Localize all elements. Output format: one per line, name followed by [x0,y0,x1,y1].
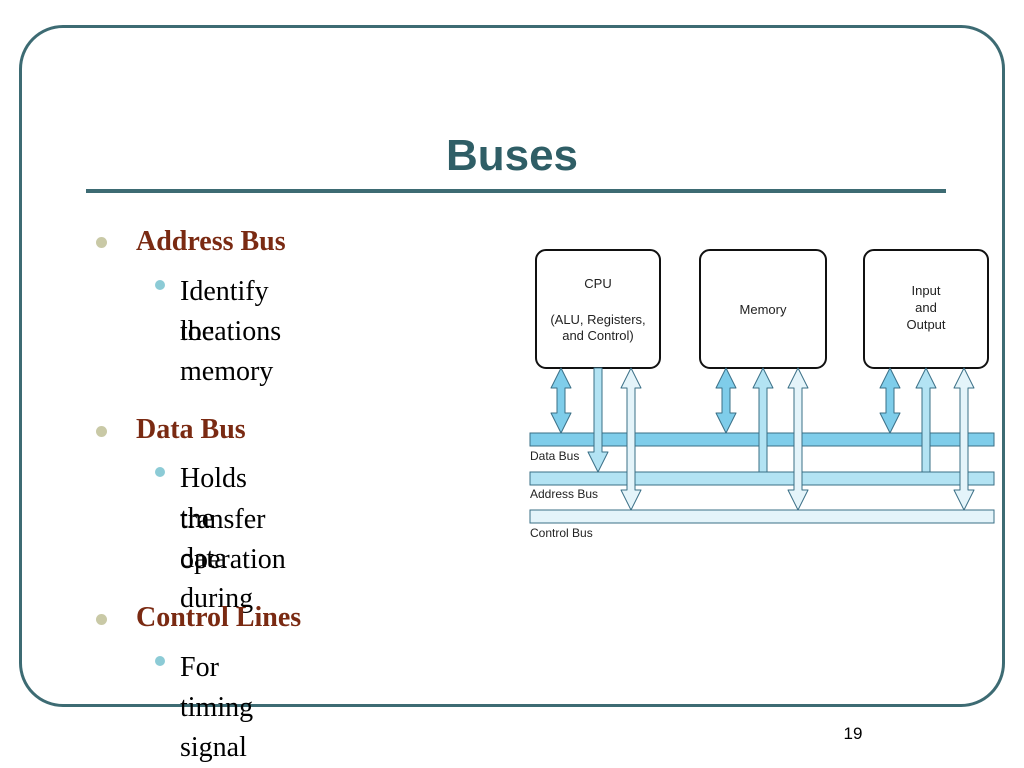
double-arrow-icon [953,367,975,511]
slide-title: Buses [445,131,579,180]
memory-box: Memory [699,249,827,369]
sub-bullet-text: transfer operation [180,504,286,575]
double-arrow-icon [715,367,737,434]
sub-bullet-dot [155,280,165,290]
io-box: Input and Output [863,249,989,369]
up-arrow-icon [915,367,937,473]
down-arrow-icon [587,367,609,473]
control-bus-bar [529,509,995,524]
page-number: 19 [843,724,863,743]
io-label: Input [912,283,941,298]
bullet-dot [96,614,107,625]
double-arrow-icon [787,367,809,511]
double-arrow-icon [620,367,642,511]
double-arrow-icon [879,367,901,434]
title-underline [86,189,946,193]
cpu-sub-label: (ALU, Registers, [550,312,645,327]
io-label: Output [906,317,945,332]
bus-diagram: .box { fill: #ffffff; stroke: #111; stro… [529,249,995,540]
bullet-heading-data-bus: Data Bus [136,414,246,445]
slide-frame [19,25,1005,707]
bullet-dot [96,237,107,248]
sub-bullet-text: For timing signal [180,652,254,763]
sub-bullet-dot [155,656,165,666]
cpu-label: CPU [584,276,611,291]
cpu-box: CPU (ALU, Registers, and Control) [535,249,661,369]
double-arrow-icon [550,367,572,434]
control-bus-label: Control Bus [530,526,593,540]
memory-label: Memory [740,302,787,317]
sub-bullet-text: Holds the data during [180,463,254,614]
bullet-dot [96,426,107,437]
up-arrow-icon [752,367,774,473]
cpu-sub-label: and Control) [562,328,634,343]
sub-bullet-dot [155,467,165,477]
bullet-heading-control-lines: Control Lines [136,602,302,633]
address-bus-label: Address Bus [530,487,598,501]
data-bus-label: Data Bus [530,449,579,463]
address-bus-bar [529,471,995,486]
sub-bullet-text: locations [180,316,282,347]
bullet-heading-address-bus: Address Bus [136,226,286,257]
io-label: and [915,300,937,315]
sub-bullet-text: Identify the memory [180,276,274,387]
